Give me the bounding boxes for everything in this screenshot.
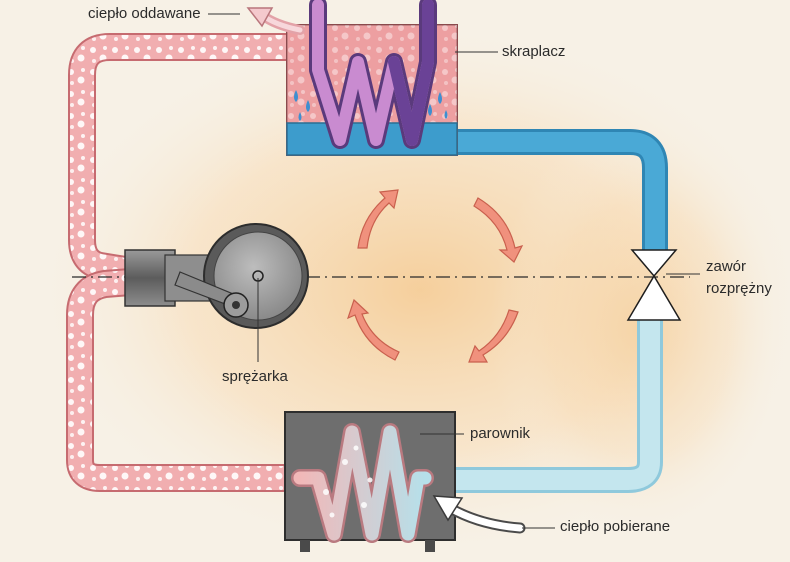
- leader-lines: [208, 13, 700, 529]
- condenser-coil: [309, 0, 437, 149]
- circular-flow-arrows: [347, 189, 524, 363]
- label-evaporator: parownik: [470, 425, 531, 442]
- heat-absorbed-arrow: [432, 495, 526, 534]
- compressor: [124, 223, 309, 329]
- label-valve-line1: zawór: [706, 258, 747, 275]
- evaporator-coil: [291, 423, 434, 543]
- label-condenser: skraplacz: [502, 43, 566, 60]
- label-heat-absorbed: ciepło pobierane: [560, 518, 671, 535]
- evaporator: [284, 411, 456, 552]
- heat-released-arrow: [246, 7, 305, 35]
- expansion-valve-icon: [626, 249, 682, 321]
- label-compressor: sprężarka: [222, 368, 288, 385]
- condenser: [286, 0, 458, 156]
- label-valve-line2: rozprężny: [706, 280, 772, 297]
- label-heat-released: ciepło oddawane: [88, 5, 201, 22]
